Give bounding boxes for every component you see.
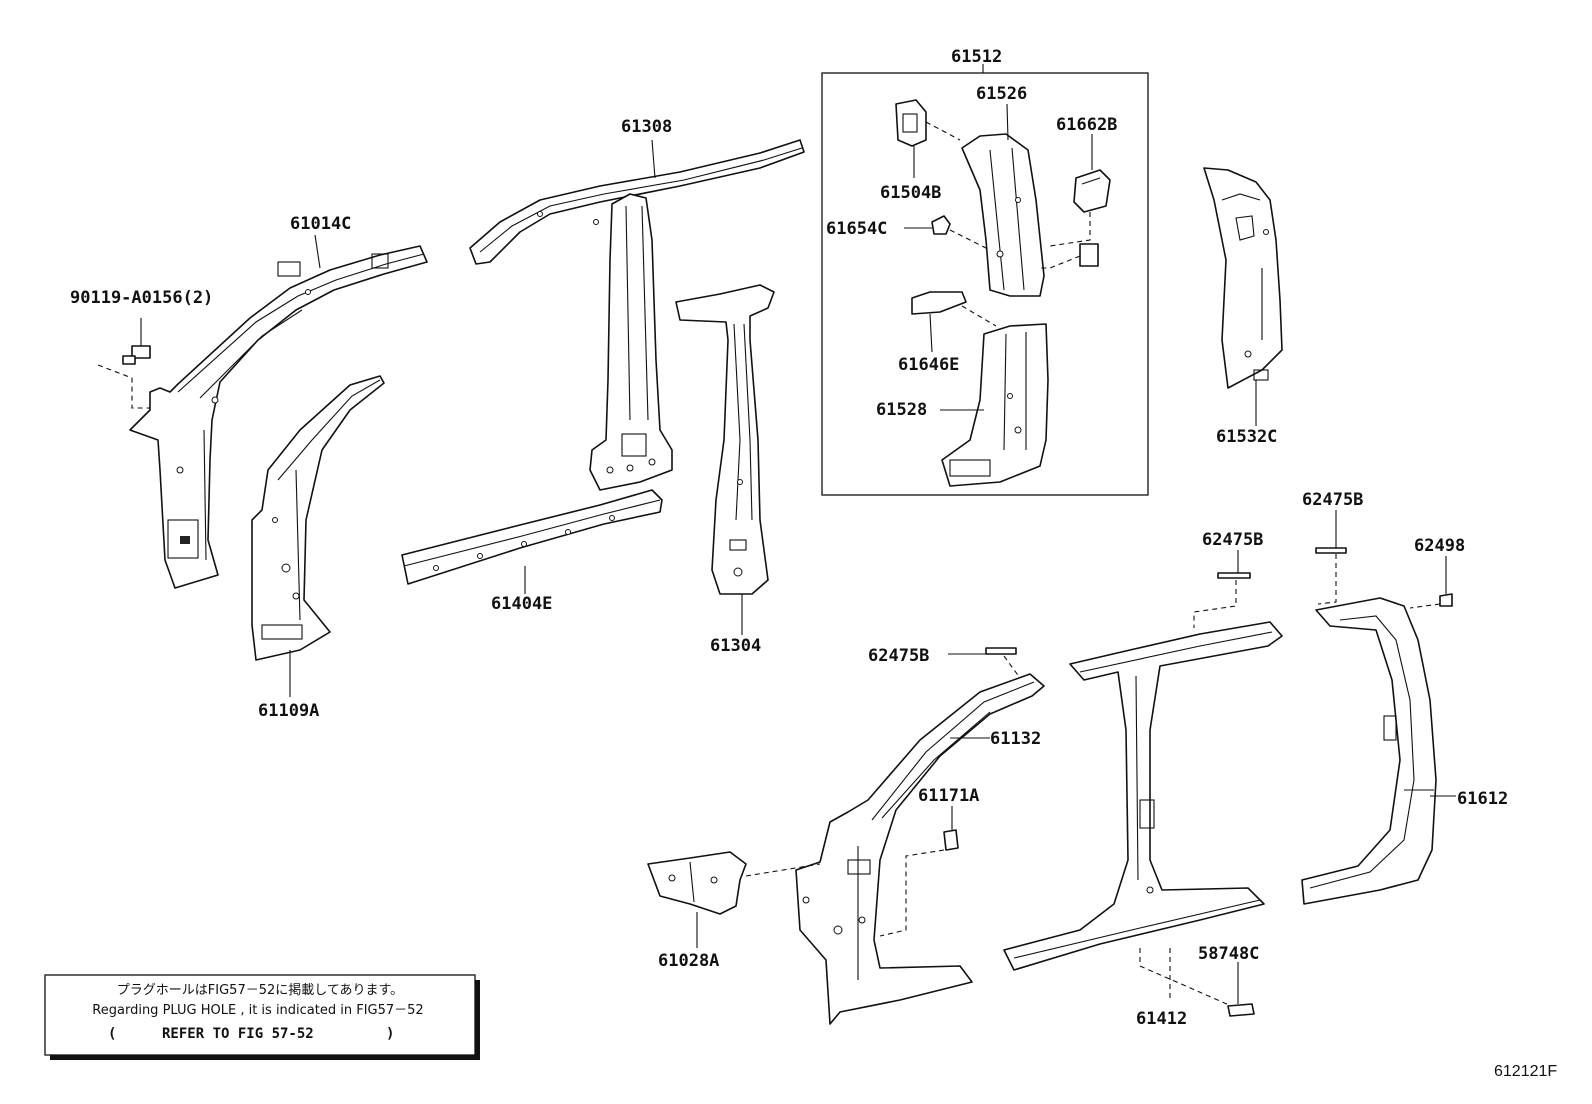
label-61028A: 61028A (658, 951, 719, 971)
label-61526: 61526 (976, 84, 1027, 104)
label-62498: 62498 (1414, 536, 1465, 556)
part-61662B-shape[interactable] (1049, 134, 1111, 247)
figure-code: 612121F (1494, 1063, 1557, 1080)
label-61512: 61512 (951, 47, 1002, 67)
label-61504B: 61504B (880, 183, 941, 203)
note-japanese: プラグホールはFIG57－52に掲載してあります。 (117, 982, 403, 998)
label-61646E: 61646E (898, 355, 959, 375)
part-61526-shape[interactable] (961, 103, 1045, 297)
note-english: Regarding PLUG HOLE , it is indicated in… (92, 1003, 423, 1018)
pad-62475B-left[interactable] (948, 647, 1021, 679)
note-close-paren: ) (386, 1026, 394, 1042)
note-open-paren: ( (108, 1026, 116, 1042)
part-61109A-shape[interactable] (251, 375, 385, 697)
pad-62475B-mid[interactable] (1193, 550, 1251, 628)
part-61171A-shape[interactable] (879, 806, 959, 937)
label-61014C: 61014C (290, 214, 351, 234)
label-61612: 61612 (1457, 789, 1508, 809)
pad-62475B-right[interactable] (1315, 510, 1347, 605)
label-61109A: 61109A (258, 701, 319, 721)
label-62475B-left: 62475B (868, 646, 929, 666)
note-refer: REFER TO FIG 57-52 (162, 1026, 314, 1042)
label-61532C: 61532C (1216, 427, 1277, 447)
group-61512-box (821, 64, 1149, 496)
part-61646E-shape[interactable] (911, 291, 997, 353)
part-61532C-shape[interactable] (1203, 167, 1283, 426)
part-61654C-shape[interactable] (904, 215, 995, 253)
pad-62498[interactable] (1409, 556, 1453, 609)
bolt-90119[interactable] (97, 318, 151, 409)
part-61304-shape[interactable] (675, 284, 775, 635)
label-61662B: 61662B (1056, 115, 1117, 135)
label-61171A: 61171A (918, 786, 979, 806)
part-61412-shape[interactable] (1003, 621, 1283, 1009)
plug-hole-note: プラグホールはFIG57－52に掲載してあります。 Regarding PLUG… (44, 974, 480, 1060)
label-62475B-mid: 62475B (1202, 530, 1263, 550)
label-90119-A0156: 90119-A0156(2) (70, 288, 213, 308)
label-61308: 61308 (621, 117, 672, 137)
part-61504B-shape[interactable] (895, 99, 961, 178)
part-61028A-shape[interactable] (647, 851, 821, 948)
part-61014C-shape[interactable] (129, 234, 428, 589)
label-61132: 61132 (990, 729, 1041, 749)
part-61404E-shape[interactable] (401, 489, 663, 594)
label-61528: 61528 (876, 400, 927, 420)
label-62475B-right: 62475B (1302, 490, 1363, 510)
part-61612-shape[interactable] (1301, 597, 1456, 905)
part-61528-shape[interactable] (940, 323, 1049, 487)
label-61304: 61304 (710, 636, 761, 656)
part-58748C-shape[interactable] (1227, 962, 1255, 1017)
label-58748C: 58748C (1198, 944, 1259, 964)
part-61308-shape[interactable] (469, 139, 805, 491)
part-small-plate[interactable] (1040, 243, 1099, 269)
label-61412: 61412 (1136, 1009, 1187, 1029)
part-61132-shape[interactable] (795, 673, 1045, 1025)
label-61654C: 61654C (826, 219, 887, 239)
label-61404E: 61404E (491, 594, 552, 614)
